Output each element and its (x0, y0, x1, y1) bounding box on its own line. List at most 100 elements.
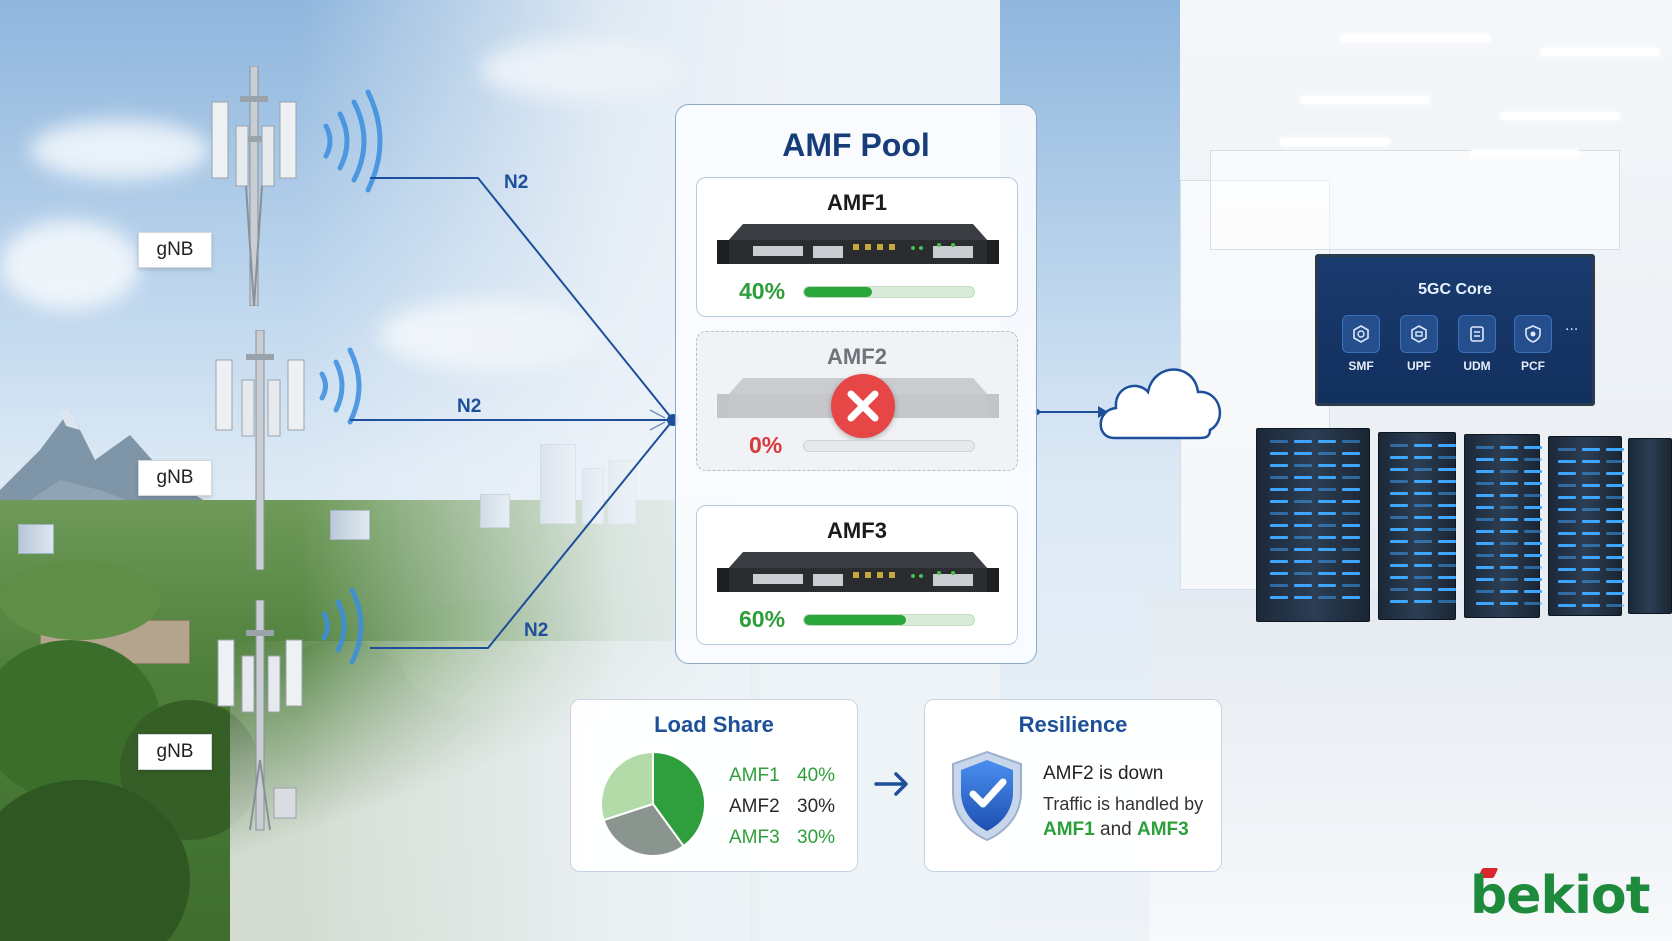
rack-led (1558, 544, 1576, 547)
rack-led (1438, 480, 1456, 483)
rack-led (1270, 596, 1288, 599)
load-share-value: 30% (797, 827, 836, 848)
rack-led (1390, 576, 1408, 579)
rack-led (1606, 604, 1624, 607)
rack-led (1582, 580, 1600, 583)
rack-led (1558, 520, 1576, 523)
rack-led (1318, 500, 1336, 503)
rack-led (1294, 524, 1312, 527)
rack-led (1476, 506, 1494, 509)
rack-led (1500, 530, 1518, 533)
load-share-value: 30% (797, 796, 836, 817)
rack-led (1582, 472, 1600, 475)
rack-led (1476, 470, 1494, 473)
rack-led (1342, 524, 1360, 527)
rack-led (1558, 556, 1576, 559)
rack-led (1390, 516, 1408, 519)
handler-conjunction: and (1100, 819, 1132, 840)
resilience-headline: AMF2 is down (1043, 763, 1164, 784)
rack-led (1342, 452, 1360, 455)
rack-led (1390, 492, 1408, 495)
rack-led (1558, 448, 1576, 451)
rack-led (1606, 472, 1624, 475)
more-functions-ellipsis: ... (1565, 317, 1579, 334)
rack-led (1342, 584, 1360, 587)
load-share-name: AMF1 (729, 765, 780, 786)
amf1-load-percent: 40% (739, 278, 786, 304)
rack-led (1270, 572, 1288, 575)
udm-icon (1458, 315, 1496, 353)
smf-label: SMF (1348, 359, 1374, 373)
rack-led (1414, 540, 1432, 543)
rack-led (1438, 504, 1456, 507)
amf-pool-panel: AMF Pool AMF1 40% AMF2 0% AMF3 (675, 104, 1037, 664)
rack-led (1318, 464, 1336, 467)
rack-led (1438, 564, 1456, 567)
amf2-card[interactable]: AMF2 0% (696, 331, 1018, 471)
rack-led (1524, 542, 1542, 545)
rack-led (1438, 456, 1456, 459)
amf1-card[interactable]: AMF1 40% (696, 177, 1018, 317)
rack-led (1294, 512, 1312, 515)
server-rack (1628, 438, 1672, 614)
rack-led (1390, 444, 1408, 447)
rack-led (1582, 460, 1600, 463)
amf3-card[interactable]: AMF3 60% (696, 505, 1018, 645)
rack-led (1582, 568, 1600, 571)
rack-led (1476, 494, 1494, 497)
resilience-card: Resilience AMF2 is down Traffic is handl… (924, 699, 1222, 872)
rack-led (1294, 500, 1312, 503)
amf-pool-title: AMF Pool (782, 127, 930, 163)
rack-led (1558, 532, 1576, 535)
upf-label: UPF (1407, 359, 1431, 373)
ceiling-light (1540, 48, 1660, 56)
rack-led (1524, 554, 1542, 557)
rack-led (1390, 480, 1408, 483)
server-icon (717, 552, 999, 592)
rack-led (1500, 578, 1518, 581)
rack-led (1318, 440, 1336, 443)
rack-led (1342, 560, 1360, 563)
ceiling-light (1470, 150, 1580, 158)
resilience-handlers: AMF1 and AMF3 (1043, 819, 1189, 841)
rack-led (1414, 456, 1432, 459)
rack-led (1414, 528, 1432, 531)
rack-led (1318, 572, 1336, 575)
rack-led (1500, 566, 1518, 569)
rack-led (1294, 560, 1312, 563)
rack-led (1438, 444, 1456, 447)
rack-led (1606, 484, 1624, 487)
rack-led (1390, 600, 1408, 603)
rack-led (1438, 528, 1456, 531)
upf-icon (1400, 315, 1438, 353)
rack-led (1606, 520, 1624, 523)
rack-led (1606, 592, 1624, 595)
rack-led (1476, 590, 1494, 593)
wall-panel (1210, 150, 1620, 250)
rack-led (1294, 440, 1312, 443)
rack-led (1558, 568, 1576, 571)
rack-led (1500, 542, 1518, 545)
rack-led (1476, 530, 1494, 533)
rack-led (1318, 548, 1336, 551)
pie-slice-amf2 (602, 802, 685, 857)
rack-led (1606, 568, 1624, 571)
rack-led (1438, 576, 1456, 579)
gnb-label-2: gNB (138, 460, 212, 496)
radio-waves-icon (319, 347, 362, 425)
rack-led (1390, 528, 1408, 531)
n2-label-2: N2 (457, 396, 482, 417)
pie-slice-amf1 (652, 750, 706, 848)
rack-led (1524, 446, 1542, 449)
rack-led (1318, 512, 1336, 515)
rack-led (1558, 460, 1576, 463)
rack-led (1390, 588, 1408, 591)
rack-led (1558, 592, 1576, 595)
rack-led (1558, 604, 1576, 607)
rack-led (1270, 548, 1288, 551)
sky-cloud (0, 220, 140, 310)
rack-led (1390, 504, 1408, 507)
rack-led (1500, 590, 1518, 593)
amf2-name: AMF2 (827, 344, 887, 369)
